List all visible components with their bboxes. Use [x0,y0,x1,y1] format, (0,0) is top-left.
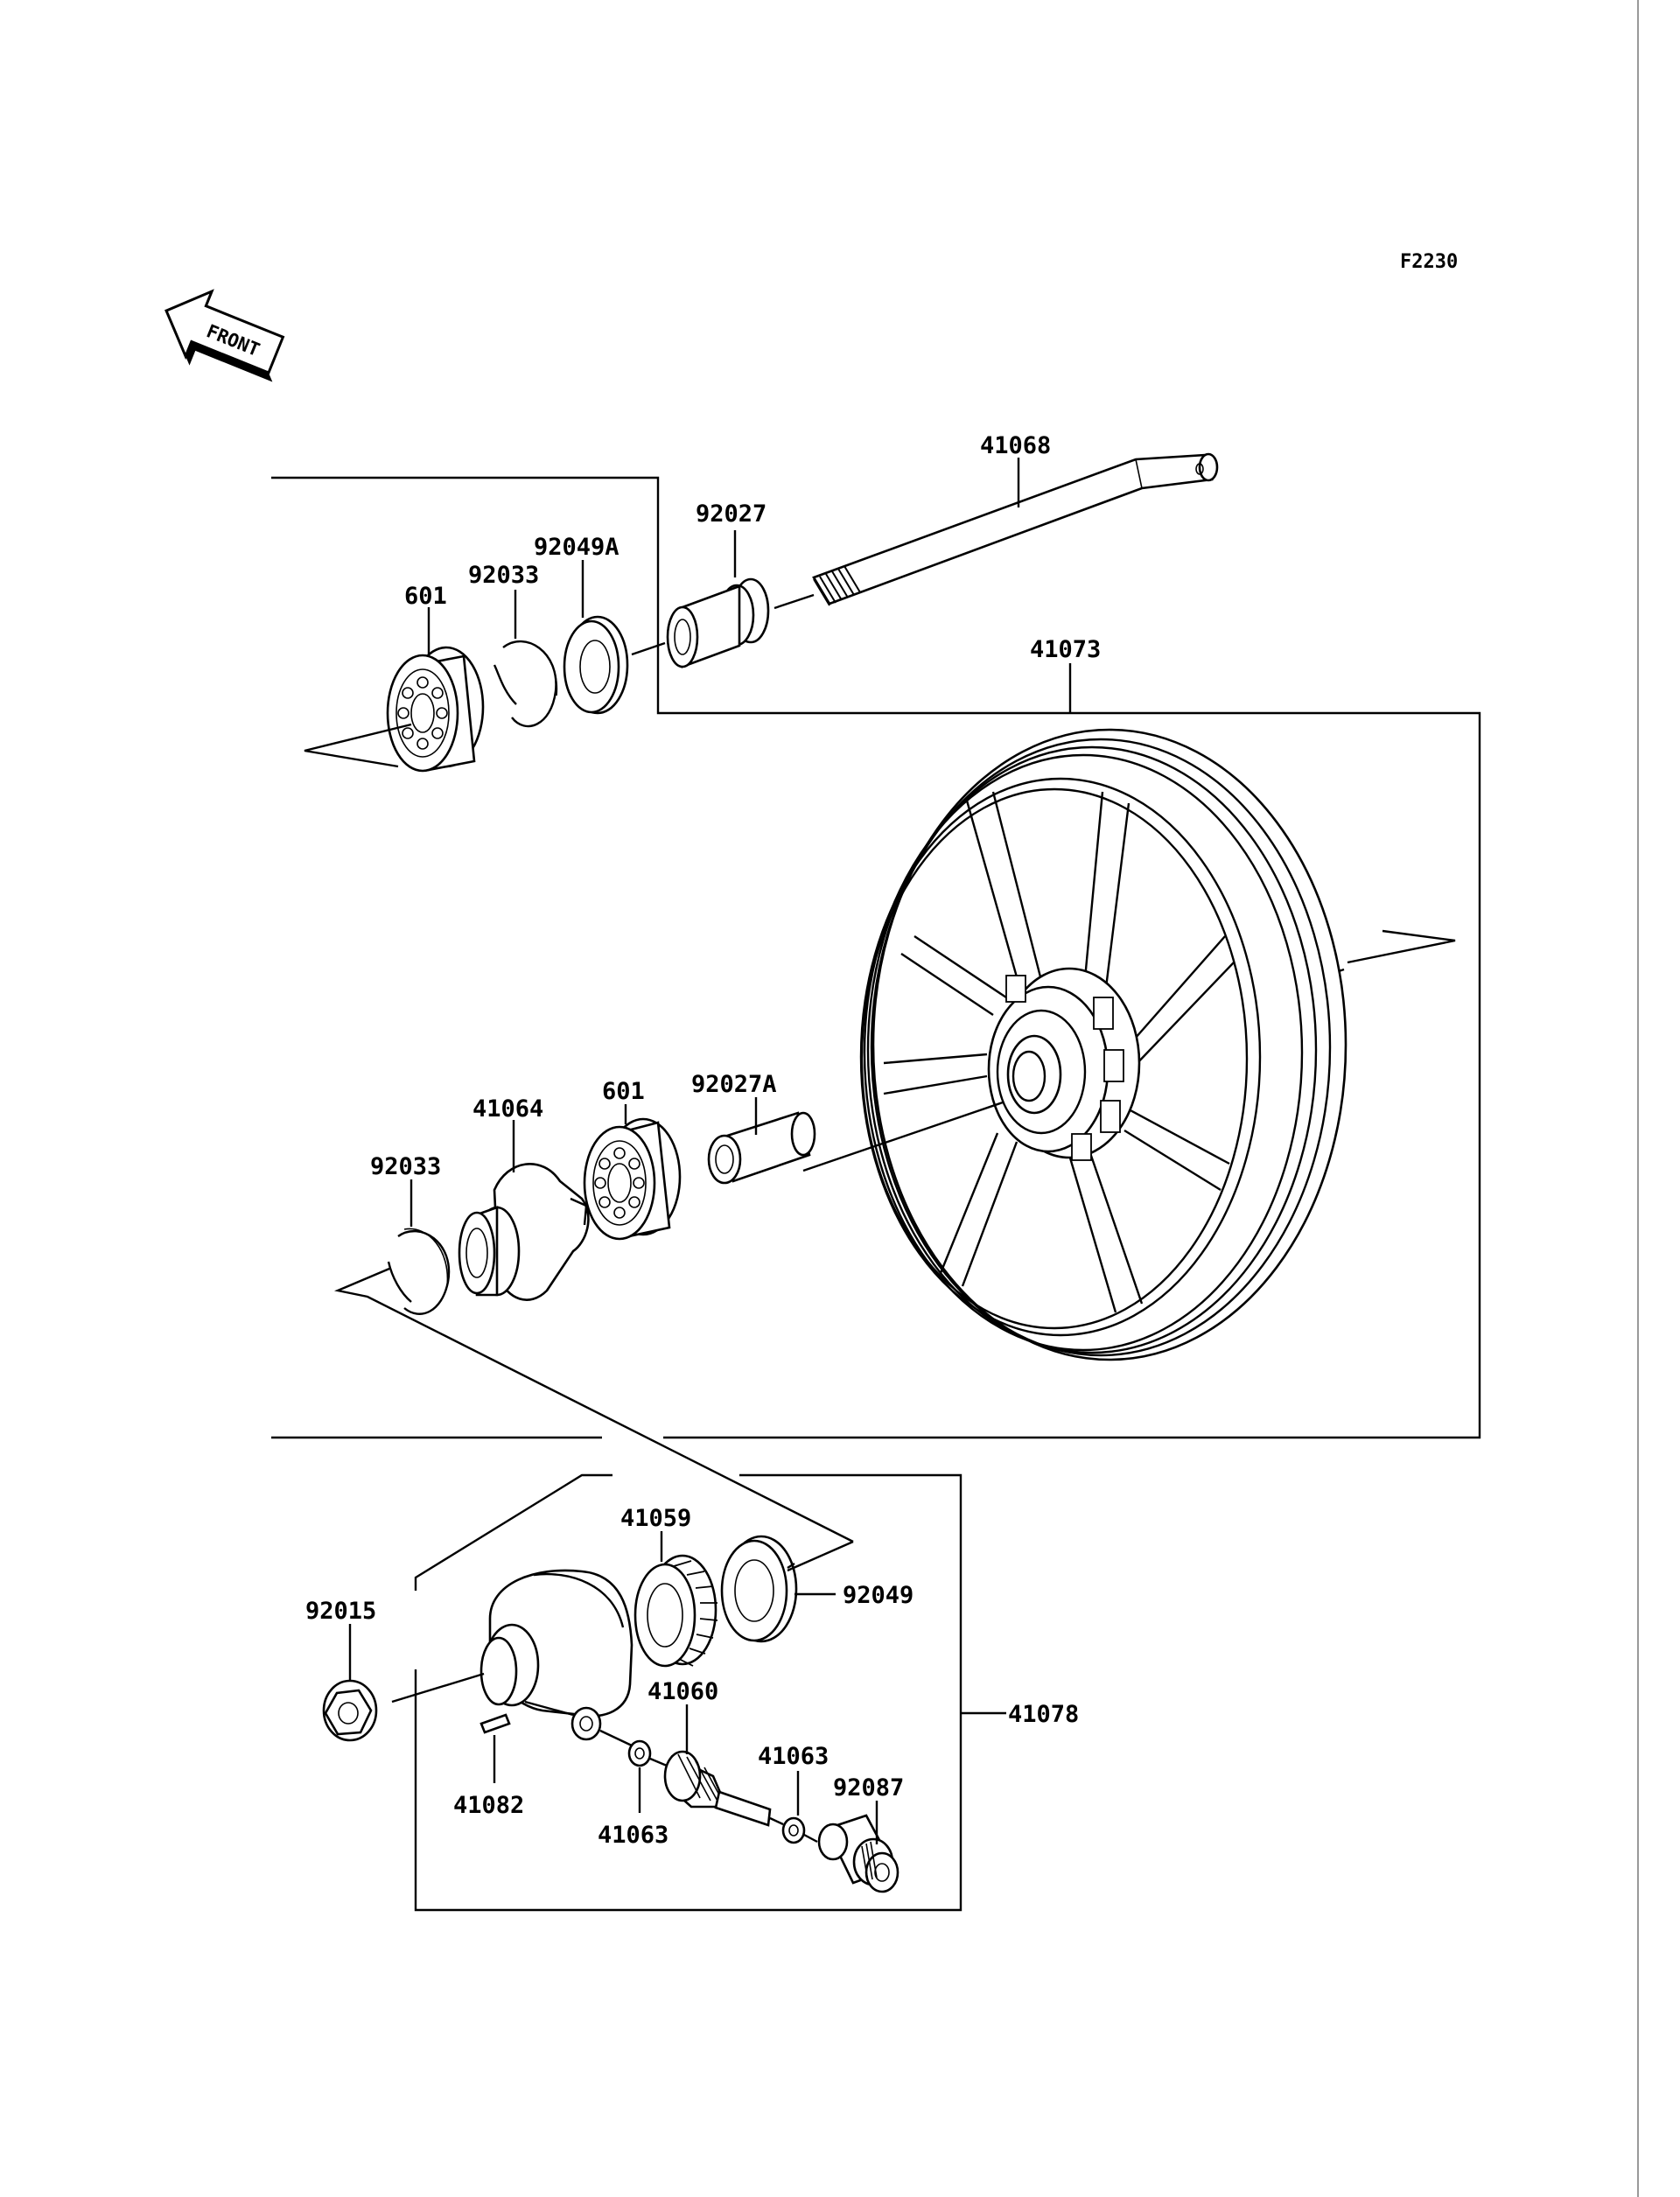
callout-41068: 41068 [980,432,1051,459]
callout-601-lower: 601 [602,1078,645,1105]
pinion-41060 [663,1750,784,1827]
callout-41082: 41082 [453,1792,524,1819]
callout-41078: 41078 [1008,1701,1079,1728]
bearing-601-upper [304,646,485,773]
callout-41064: 41064 [472,1095,543,1123]
callout-92049A: 92049A [534,534,620,561]
collar-92027 [631,577,770,668]
callout-92027: 92027 [696,500,766,528]
wheel-41073 [802,728,1456,1361]
nut-92015 [322,1679,378,1742]
gear-housing-box-top [414,1473,612,1591]
callout-601-upper: 601 [404,583,447,610]
callout-92087: 92087 [833,1774,904,1802]
circlip-92033-lower [333,1228,854,1543]
callout-41063-right: 41063 [758,1743,829,1770]
oil-seal-92049A [563,615,629,715]
bearing-601-lower [583,1117,682,1241]
callout-92027A: 92027A [691,1071,777,1098]
axle-41068 [774,452,1219,610]
callout-41063-left: 41063 [598,1822,668,1849]
circlip-92033-upper [493,640,558,728]
wheel-assembly-box [271,476,1481,1439]
callout-41059: 41059 [620,1505,691,1532]
washer-41063-left [627,1739,668,1767]
callout-92033-lower: 92033 [370,1153,441,1180]
bushing-92087 [817,1814,900,1893]
leader-lines [348,458,1072,1844]
callout-92015: 92015 [305,1598,376,1625]
oil-seal-92049 [720,1535,854,1643]
callout-92033-upper: 92033 [468,562,539,589]
collar-41064 [458,1163,590,1301]
callout-41060: 41060 [648,1678,718,1705]
figure-code: F2230 [1400,251,1458,273]
spacer-92027A [707,1111,816,1185]
gear-housing-box [414,1473,962,1912]
pin-41082 [480,1713,511,1734]
washer-41063-right [781,1816,818,1844]
gear-41059 [634,1554,718,1668]
callout-92049: 92049 [843,1582,914,1609]
front-arrow-icon: FRONT [164,289,285,382]
callout-41073: 41073 [1030,636,1101,663]
gear-housing-body [391,1569,634,1747]
